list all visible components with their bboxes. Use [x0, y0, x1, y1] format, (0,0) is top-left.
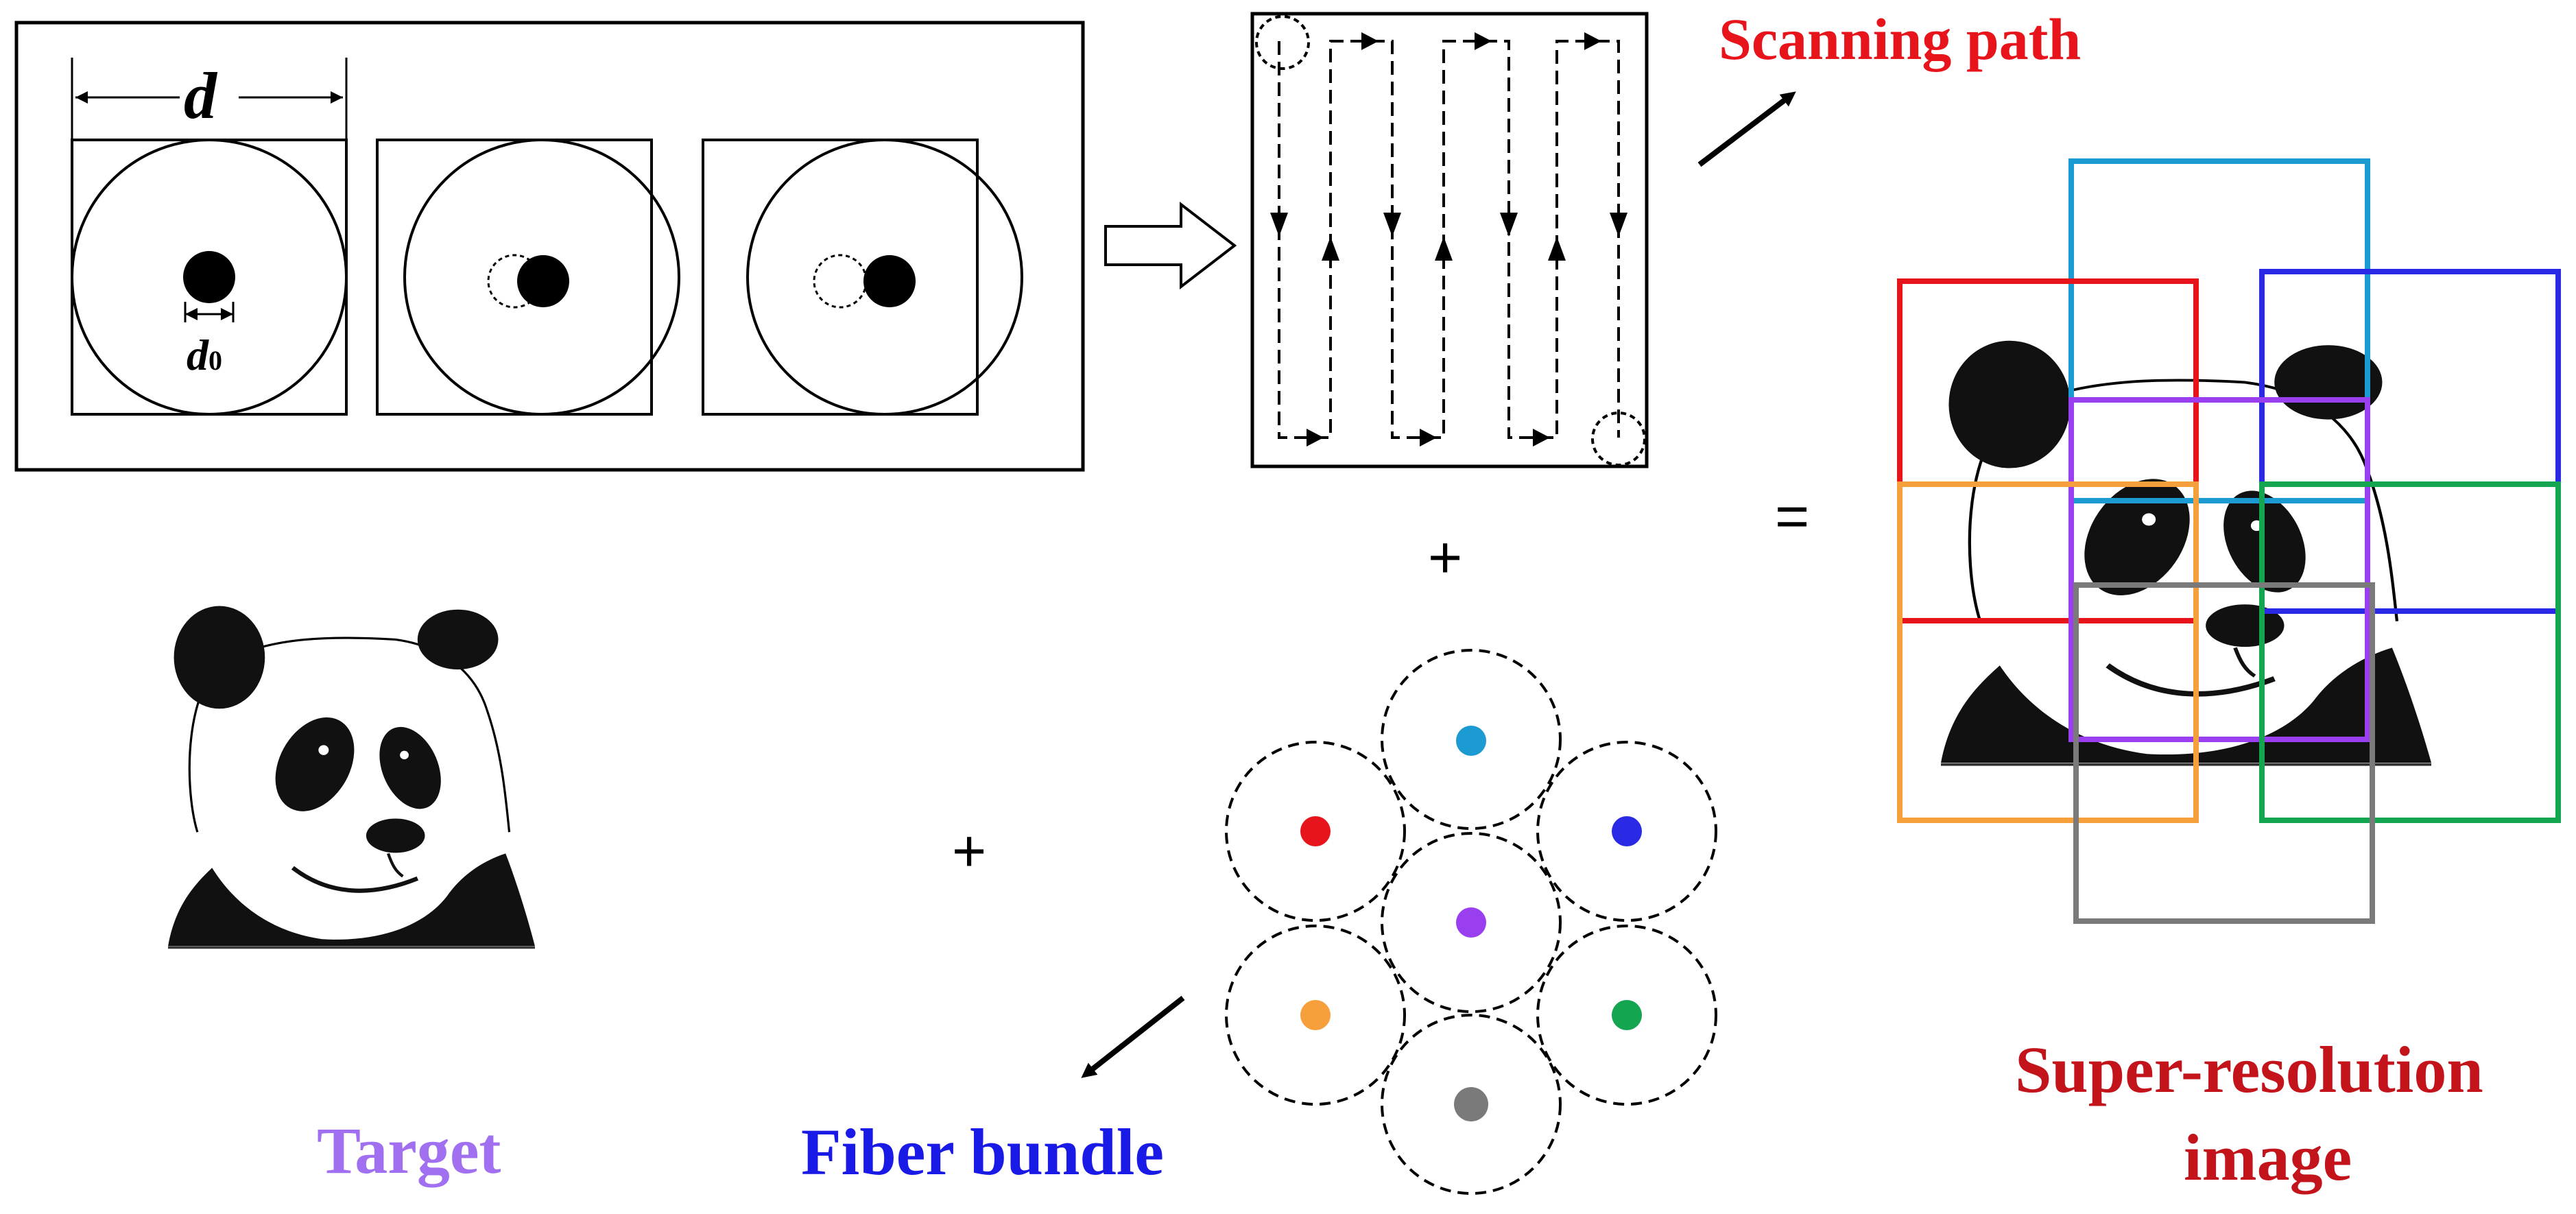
panda-target-image	[168, 606, 535, 948]
fiber-bundle-label: Fiber bundle	[801, 1115, 1165, 1189]
scanning-path-frame	[1250, 12, 1649, 468]
fiber-shift-panel	[14, 21, 1085, 472]
plus-sign-left: +	[952, 818, 987, 884]
fiber-bundle	[1225, 649, 1717, 1195]
scanning-path-label: Scanning path	[1719, 6, 2082, 72]
equals-sign: =	[1775, 484, 1810, 549]
frame-orange	[1897, 481, 2199, 823]
super-resolution-label-line2: image	[2184, 1121, 2352, 1194]
plus-sign-top: +	[1428, 525, 1463, 591]
frame-purple	[2068, 397, 2370, 742]
d-dimension	[71, 58, 348, 144]
fiber-dot-orange	[1300, 1000, 1331, 1030]
fiber-dot-blue	[1612, 816, 1642, 846]
d-label: d	[184, 59, 217, 132]
fiber-core-2	[517, 255, 569, 307]
frame-red	[1897, 278, 2199, 623]
fiber-shift-panel-frame	[14, 21, 1085, 472]
d0-label: d0	[187, 333, 222, 377]
panda-super-resolution-image	[1941, 341, 2431, 765]
fiber-cell-3	[702, 139, 1023, 416]
fiber-cell-2	[376, 139, 680, 416]
super-resolution-frames	[1897, 158, 2561, 924]
fiber-dot-purple	[1456, 907, 1486, 938]
frame-gray	[2073, 582, 2375, 924]
d0-label-subscript: 0	[208, 345, 222, 376]
frame-cyan	[2068, 158, 2370, 503]
fiber-dot-gray	[1454, 1087, 1488, 1121]
scan-start-circle	[1255, 15, 1310, 70]
fiber-dot-red	[1300, 816, 1331, 846]
frame-blue	[2259, 269, 2561, 614]
fiber-core-1	[183, 251, 235, 303]
fiber-dot-green	[1612, 1000, 1642, 1030]
fiber-core-previous-3	[813, 254, 868, 309]
hollow-right-arrow-icon	[1104, 201, 1237, 290]
fiber-bundle-arrow-icon	[1081, 995, 1185, 1078]
scanning-path-panel	[1250, 12, 1649, 468]
scanning-path-arrow-icon	[1697, 91, 1796, 167]
fiber-dot-cyan	[1456, 726, 1486, 756]
target-label: Target	[317, 1114, 501, 1187]
fiber-core-3	[863, 255, 916, 307]
scan-direction-arrows	[1270, 32, 1627, 447]
scan-end-circle	[1591, 412, 1646, 466]
super-resolution-label-line1: Super-resolution	[2015, 1033, 2483, 1106]
fiber-cell-1	[71, 139, 348, 416]
frame-green	[2259, 481, 2561, 823]
d0-label-main: d	[187, 331, 208, 379]
